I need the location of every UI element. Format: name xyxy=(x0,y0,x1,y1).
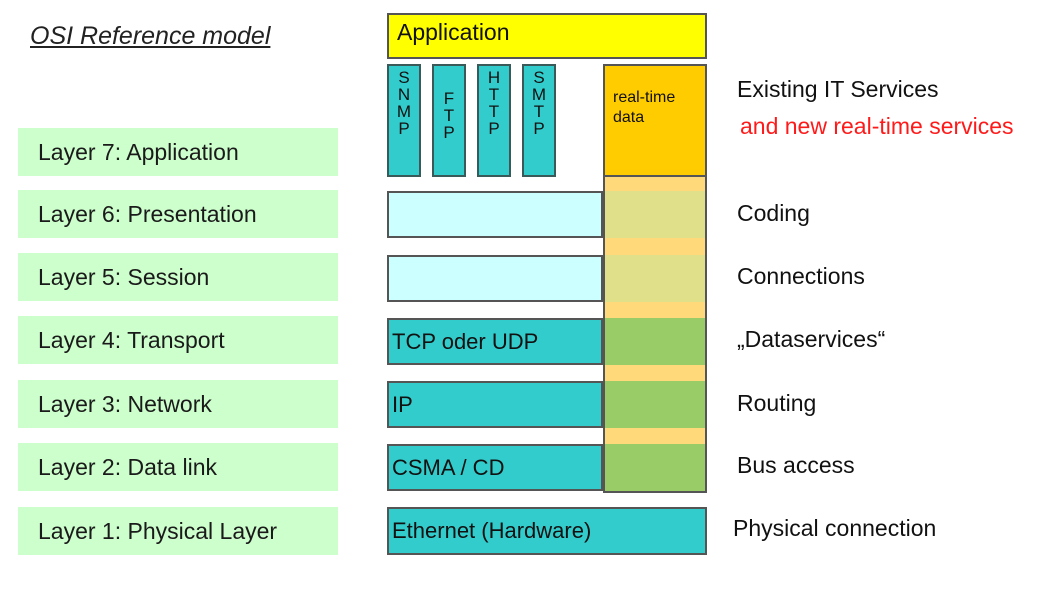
protocol-letter: T xyxy=(488,102,500,121)
diagram-title: OSI Reference model xyxy=(30,22,271,50)
layer-3-label: Layer 3: Network xyxy=(18,380,338,428)
protocol-ftp: F T P xyxy=(432,64,466,177)
protocol-letter: F xyxy=(443,89,455,108)
realtime-segment-presentation xyxy=(605,191,705,238)
realtime-segment-datalink xyxy=(605,444,705,491)
layer-5-label: Layer 5: Session xyxy=(18,253,338,301)
layer-6-label: Layer 6: Presentation xyxy=(18,190,338,238)
realtime-segment-session xyxy=(605,255,705,302)
desc-new-realtime-services: and new real-time services xyxy=(740,113,1014,139)
layer-7-label: Layer 7: Application xyxy=(18,128,338,176)
protocol-http: H T T P xyxy=(477,64,511,177)
application-bar: Application xyxy=(387,13,707,59)
protocol-letter: P xyxy=(488,119,500,138)
desc-existing-services: Existing IT Services xyxy=(737,76,939,102)
realtime-data-box: real-time data xyxy=(603,64,707,177)
presentation-box xyxy=(387,191,603,238)
physical-box: Ethernet (Hardware) xyxy=(387,507,707,555)
session-box xyxy=(387,255,603,302)
desc-connections: Connections xyxy=(737,263,865,289)
desc-physical-connection: Physical connection xyxy=(733,515,937,541)
protocol-letter: H xyxy=(487,68,501,87)
protocol-letter: S xyxy=(398,68,410,87)
protocol-letter: T xyxy=(533,102,545,121)
desc-routing: Routing xyxy=(737,390,817,416)
layer-4-label: Layer 4: Transport xyxy=(18,316,338,364)
desc-coding: Coding xyxy=(737,200,810,226)
protocol-letter: T xyxy=(488,85,500,104)
protocol-letter: P xyxy=(443,123,455,142)
protocol-letter: N xyxy=(397,85,411,104)
layer-1-label: Layer 1: Physical Layer xyxy=(18,507,338,555)
realtime-segment-network xyxy=(605,381,705,428)
network-box: IP xyxy=(387,381,603,428)
protocol-snmp: S N M P xyxy=(387,64,421,177)
protocol-letter: P xyxy=(533,119,545,138)
protocol-smtp: S M T P xyxy=(522,64,556,177)
protocol-letter: S xyxy=(533,68,545,87)
protocol-letter: P xyxy=(398,119,410,138)
protocol-letter: M xyxy=(396,102,412,121)
layer-2-label: Layer 2: Data link xyxy=(18,443,338,491)
transport-box: TCP oder UDP xyxy=(387,318,603,365)
desc-bus-access: Bus access xyxy=(737,452,855,478)
realtime-segment-transport xyxy=(605,318,705,365)
protocol-letter: T xyxy=(443,106,455,125)
protocol-letter: M xyxy=(531,85,547,104)
datalink-box: CSMA / CD xyxy=(387,444,603,491)
desc-dataservices: „Dataservices“ xyxy=(737,326,886,352)
